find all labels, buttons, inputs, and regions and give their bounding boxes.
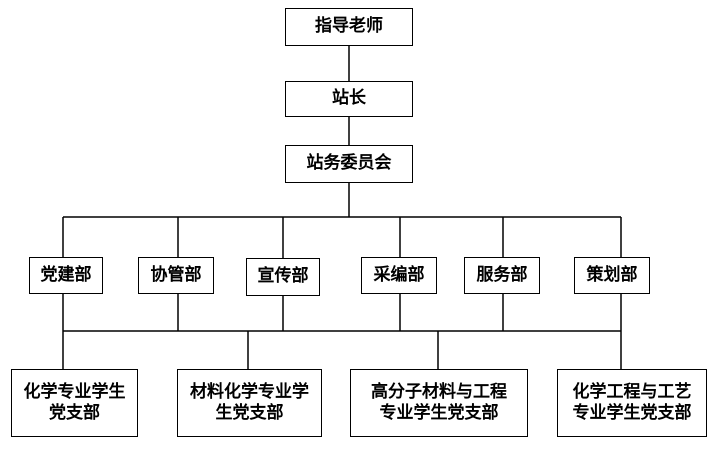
branch-box-1: 化学专业学生 党支部 [11, 369, 138, 437]
branch-4-line-2: 专业学生党支部 [572, 403, 692, 423]
branch-box-2: 材料化学专业学 生党支部 [177, 369, 322, 437]
dept-label-1: 党建部 [40, 264, 92, 285]
branch-3-line-1: 高分子材料与工程 [371, 381, 507, 402]
advisor-box: 指导老师 [285, 8, 413, 46]
head-label: 站长 [332, 88, 366, 109]
committee-box: 站务委员会 [285, 145, 413, 183]
dept-box-1: 党建部 [29, 257, 103, 294]
dept-label-2: 协管部 [150, 264, 202, 285]
branch-2-line-1: 材料化学专业学 [190, 381, 309, 402]
dept-label-4: 采编部 [373, 264, 425, 285]
dept-label-6: 策划部 [586, 264, 638, 285]
branch-4-line-1: 化学工程与工艺 [572, 381, 692, 402]
branch-2-line-2: 生党支部 [215, 403, 284, 423]
branch-1-line-1: 化学专业学生 [23, 381, 126, 402]
branch-1-line-2: 党支部 [49, 403, 100, 423]
dept-box-5: 服务部 [464, 257, 540, 294]
advisor-label: 指导老师 [315, 16, 383, 37]
dept-label-5: 服务部 [476, 264, 528, 285]
dept-box-6: 策划部 [574, 257, 650, 294]
branch-box-3: 高分子材料与工程 专业学生党支部 [350, 369, 528, 437]
committee-label: 站务委员会 [306, 153, 392, 174]
dept-label-3: 宣传部 [257, 266, 309, 287]
dept-box-2: 协管部 [138, 257, 214, 294]
branch-box-4: 化学工程与工艺 专业学生党支部 [557, 369, 707, 437]
branch-3-line-2: 专业学生党支部 [379, 403, 499, 423]
dept-box-3: 宣传部 [246, 258, 320, 296]
dept-box-4: 采编部 [361, 257, 437, 294]
head-box: 站长 [285, 81, 413, 117]
